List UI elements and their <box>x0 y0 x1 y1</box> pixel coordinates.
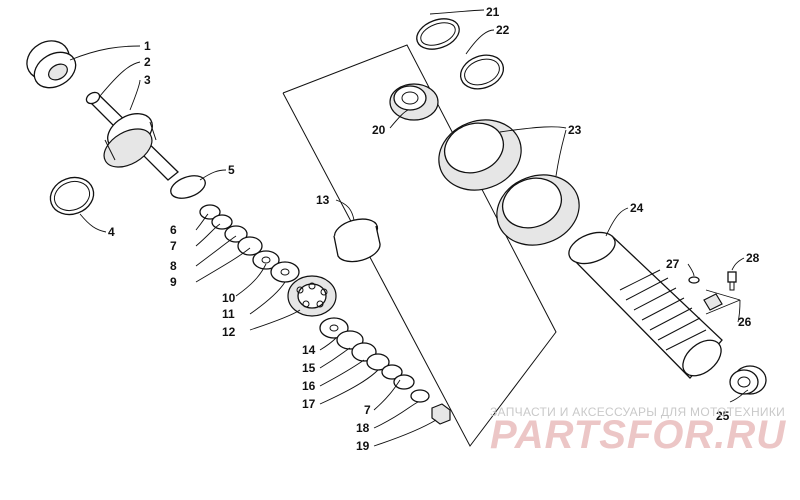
part-cap-20 <box>389 83 439 121</box>
callout-5: 5 <box>228 163 235 177</box>
callout-16: 16 <box>302 379 316 393</box>
part-valve-26 <box>703 293 723 311</box>
callout-12: 12 <box>222 325 236 339</box>
part-washer-18 <box>410 389 430 403</box>
callout-10: 10 <box>222 291 236 305</box>
callout-19: 19 <box>356 439 370 453</box>
part-valve-27 <box>688 276 700 284</box>
callout-14: 14 <box>302 343 316 357</box>
part-washer-5 <box>170 175 206 199</box>
callout-15: 15 <box>302 361 316 375</box>
callout-1: 1 <box>144 39 151 53</box>
callout-18: 18 <box>356 421 370 435</box>
part-o-ring-4 <box>49 176 95 216</box>
callout-8: 8 <box>170 259 177 273</box>
callout-21: 21 <box>486 5 500 19</box>
callout-2: 2 <box>144 55 151 69</box>
washer-stack-lower <box>319 317 415 390</box>
callout-9: 9 <box>170 275 177 289</box>
part-ring-21 <box>416 18 460 50</box>
part-sleeve-13 <box>333 218 381 263</box>
callout-20: 20 <box>372 123 386 137</box>
callout-27: 27 <box>666 257 680 271</box>
part-nut-19 <box>431 403 451 425</box>
watermark-tagline: ЗАПЧАСТИ И АКСЕССУАРЫ ДЛЯ МОТОТЕХНИКИ <box>490 405 785 419</box>
callout-7b: 7 <box>364 403 371 417</box>
callout-13: 13 <box>316 193 330 207</box>
part-bushing-25 <box>729 365 767 395</box>
callout-7: 7 <box>170 239 177 253</box>
watermark-logo: PARTSFOR.RU <box>490 413 786 457</box>
callout-4: 4 <box>108 225 115 239</box>
group-outline <box>282 44 557 447</box>
part-piston-12 <box>287 275 337 317</box>
callout-25: 25 <box>716 409 730 423</box>
callout-3: 3 <box>144 73 151 87</box>
callout-11: 11 <box>222 307 235 321</box>
part-ring-22 <box>459 54 505 90</box>
part-spring-seats-23 <box>438 119 580 246</box>
callout-6: 6 <box>170 223 177 237</box>
part-eye-bushing <box>26 40 77 89</box>
callout-24: 24 <box>630 201 644 215</box>
leader-lines <box>69 9 749 447</box>
callout-22: 22 <box>496 23 510 37</box>
callout-28: 28 <box>746 251 760 265</box>
part-shaft-cap <box>85 91 179 181</box>
callout-17: 17 <box>302 397 316 411</box>
callout-labels: 1 2 3 4 5 6 7 8 9 10 11 12 13 14 15 16 1… <box>108 5 760 453</box>
callout-26: 26 <box>738 315 752 329</box>
callout-23: 23 <box>568 123 582 137</box>
washer-stack-upper <box>199 204 300 283</box>
part-screw-28 <box>727 271 737 291</box>
part-body-24 <box>568 231 723 379</box>
